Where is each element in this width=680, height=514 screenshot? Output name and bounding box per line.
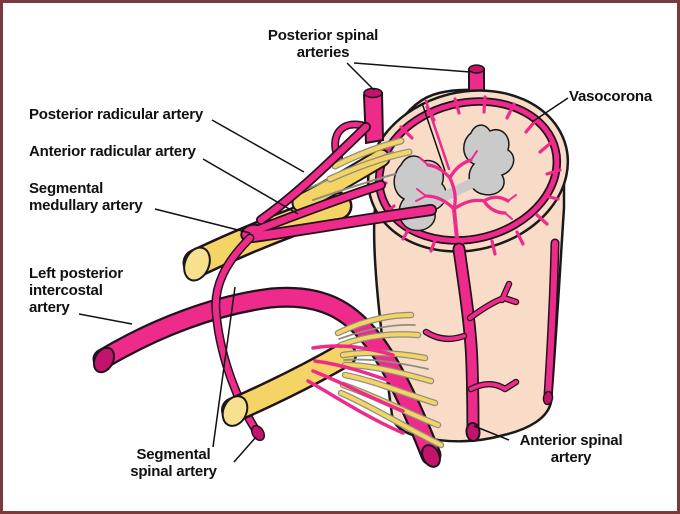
label-left-posterior-intercostal-artery: Left posterior intercostal artery — [29, 265, 123, 316]
anterior-spinal-artery-vessel — [422, 242, 520, 442]
leader-segmental-medullary — [154, 208, 251, 234]
label-segmental-medullary-artery: Segmental medullary artery — [29, 180, 143, 214]
leader-segmental-spinal-long — [212, 286, 236, 448]
leader-segmental-spinal-short — [233, 436, 257, 463]
radicular-and-medullary-arteries — [240, 122, 437, 243]
leader-posterior-spinal-left — [346, 62, 375, 91]
central-artery-branches — [415, 150, 517, 241]
label-anterior-spinal-artery: Anterior spinal artery — [519, 432, 623, 466]
label-anterior-radicular-artery: Anterior radicular artery — [29, 143, 196, 160]
lower-nerve-root — [221, 311, 445, 449]
leader-posterior-spinal-right — [353, 62, 471, 73]
fan-arterial-twigs — [306, 344, 405, 435]
leader-anterior-spinal — [473, 425, 510, 441]
vasocorona-descending-band — [542, 238, 560, 406]
label-segmental-spinal-artery: Segmental spinal artery — [130, 446, 217, 480]
label-vasocorona: Vasocorona — [569, 88, 653, 105]
label-posterior-radicular-artery: Posterior radicular artery — [29, 106, 204, 123]
vasocorona-ring — [373, 95, 562, 259]
leader-lines — [78, 62, 569, 463]
leader-anterior-radicular — [202, 158, 299, 215]
leader-posterior-radicular — [211, 119, 305, 173]
label-posterior-spinal-arteries: Posterior spinal arteries — [267, 27, 379, 61]
leader-vasocorona — [531, 97, 569, 123]
intercostal-artery-vessel — [92, 286, 442, 468]
spinal-cord-arteries-illustration — [78, 62, 570, 468]
posterior-median-septum — [421, 99, 451, 172]
leader-intercostal — [78, 313, 133, 325]
